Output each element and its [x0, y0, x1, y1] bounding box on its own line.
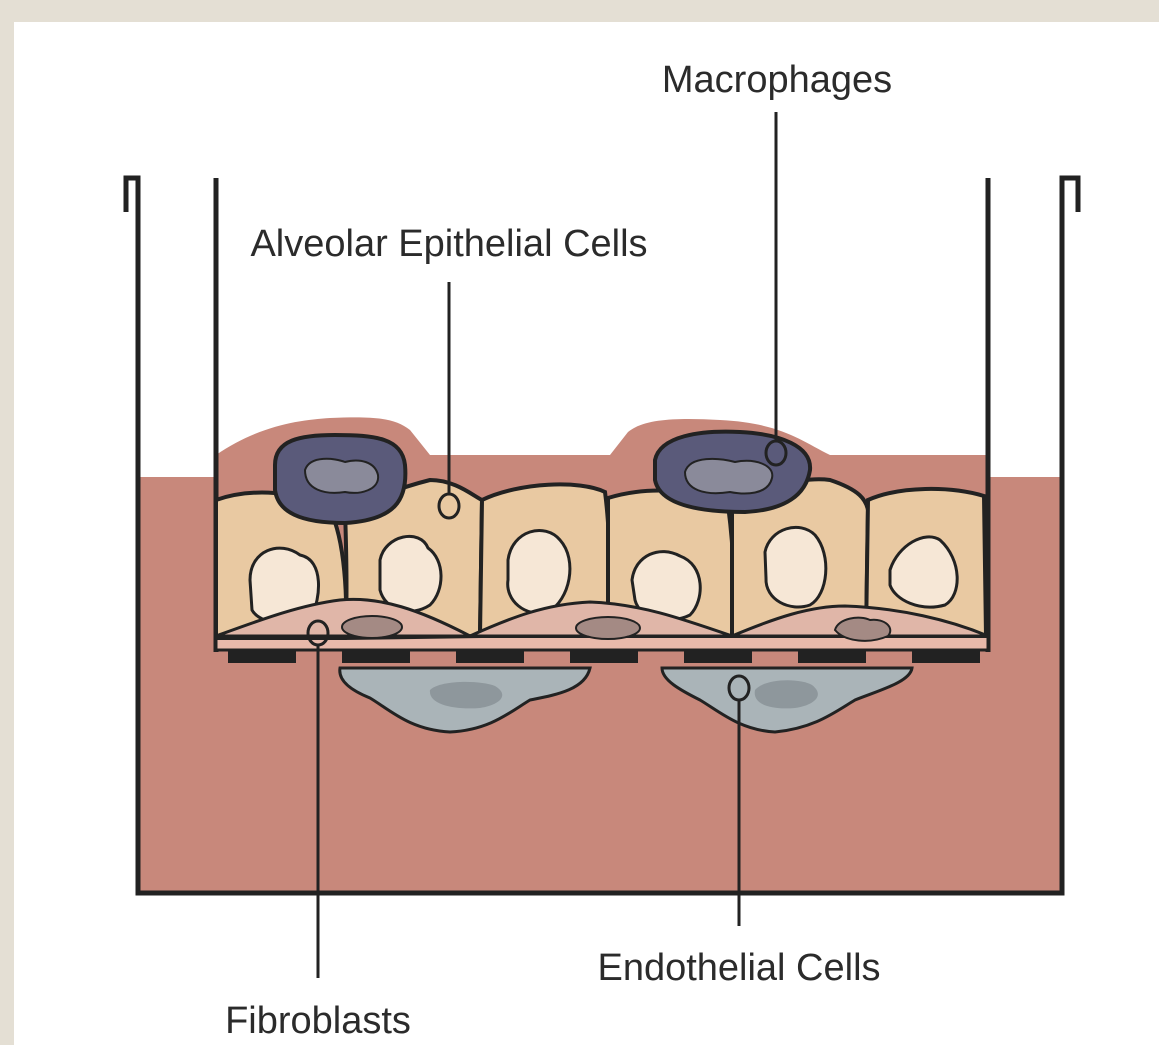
macrophage-nucleus	[685, 459, 772, 494]
membrane-pore	[456, 651, 524, 663]
macrophages-label: Macrophages	[662, 59, 892, 101]
membrane-pore	[342, 651, 410, 663]
membrane-pore	[228, 651, 296, 663]
fibroblast-nucleus	[576, 617, 640, 639]
fibroblasts-label: Fibroblasts	[225, 1000, 411, 1042]
epithelial-nucleus	[508, 530, 570, 613]
membrane-pore	[570, 651, 638, 663]
endothelial-nucleus	[755, 680, 818, 708]
alveolar-epithelial-cells-label: Alveolar Epithelial Cells	[250, 223, 647, 265]
membrane-pore	[684, 651, 752, 663]
fibroblast-nucleus	[835, 618, 890, 641]
macrophage-nucleus	[305, 459, 378, 493]
membrane-pore	[798, 651, 866, 663]
endothelial-cells-label: Endothelial Cells	[597, 947, 880, 989]
membrane-pore	[912, 651, 980, 663]
fibroblast-nucleus	[342, 616, 402, 638]
epithelial-nucleus	[765, 527, 826, 607]
